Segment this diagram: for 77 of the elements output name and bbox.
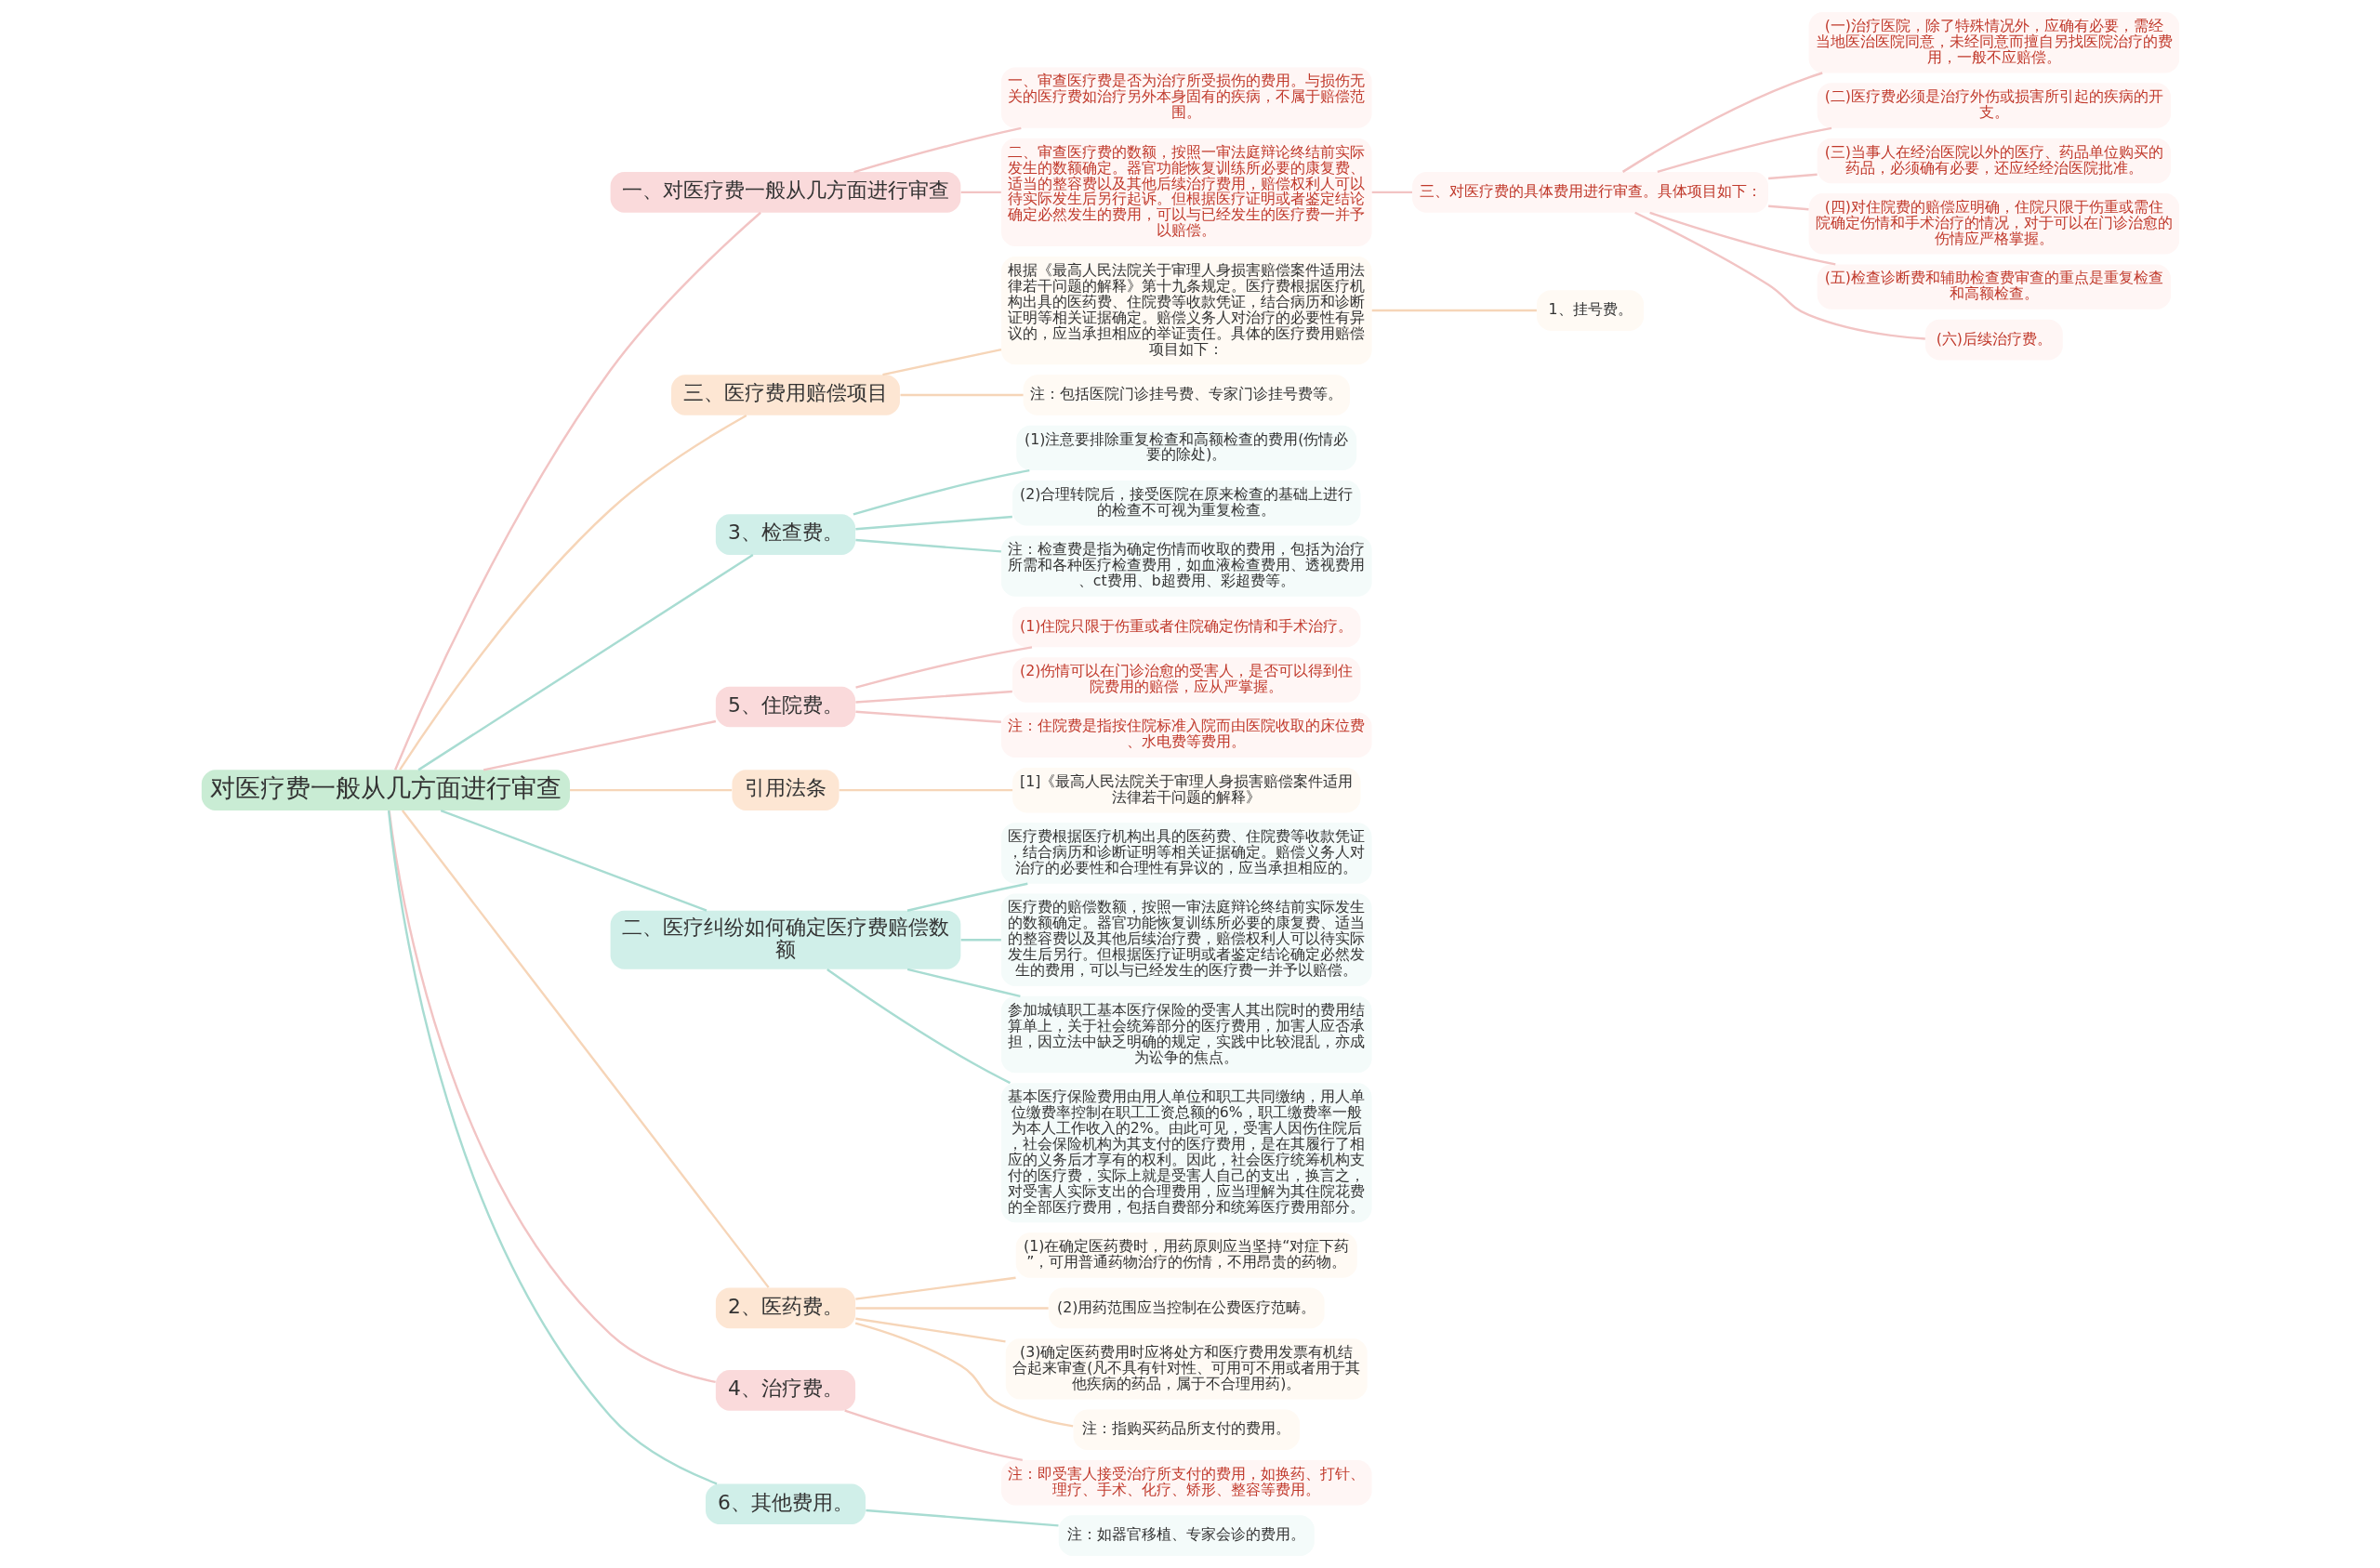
node-box: 6、其他费用。 [705,1483,866,1525]
connector [900,393,1024,397]
connector [854,646,1032,689]
node-box: (六)后续治疗费。 [1924,319,2063,361]
node-box: 参加城镇职工基本医疗保险的受害人其出院时的费用结算单上，关于社会统筹部分的医疗费用，加害人应否承担，因立法中缺乏明确的规定，实践中比较混乱，亦成为讼争的焦点。 [1000,995,1372,1074]
node-box: 1、挂号费。 [1536,290,1644,331]
node-box: 注：即受害人接受治疗所支付的费用，如换药、打针、理疗、手术、化疗、矫形、整容等费用。 [1000,1460,1372,1506]
node-box: 注：如器官移植、专家会诊的费用。 [1058,1515,1315,1556]
connector [960,939,1001,942]
node-box: (2)用药范围应当控制在公费医疗范畴。 [1048,1287,1325,1329]
node-box: 基本医疗保险费用由用人单位和职工共同缴纳，用人单位缴费率控制在职工工资总额的6%，职工缴费率一般为本人工作收入的2%。由此可见，受害人因伤住院后，社会保险机构为其支付的医疗费用，是在其履行了相应的义务后才享有的权利。因此，社会医疗统筹机构支付的医疗费，实际上就是受害人自己的支出，换言之，对受害人实际支出的合理费用，应当理解为其住院花费的全部医疗费用，包括自费部分和统筹医疗费用部分。 [1000,1083,1372,1223]
node-box: 注：指购买药品所支付的费用。 [1073,1409,1300,1451]
node-box: 5、住院费。 [715,686,855,728]
node-box: (四)对住院费的赔偿应明确，住院只限于伤重或需住院确定伤情和手术治疗的情况，对于可以在门诊治愈的伤情应严格掌握。 [1808,193,2179,255]
connector [387,810,717,1485]
connector [881,348,1001,376]
node-box: 三、对医疗费的具体费用进行审查。具体项目如下： [1411,172,1768,213]
node-box: 二、审查医疗费的数额，按照一审法庭辩论终结前实际发生的数额确定。器官功能恢复训练所必要的康复费、适当的整容费以及其他后续治疗费用，赔偿权利人可以待实际发生后另行起诉。但根据医疗证明或者鉴定结论确定必然发生的费用，可以与已经发生的医疗费一并予以赔偿。 [1000,138,1372,247]
node-box: 4、治疗费。 [715,1370,855,1411]
node-box: [1]《最高人民法院关于审理人身损害赔偿案件适用法律若干问题的解释》 [1012,767,1360,813]
connector [906,882,1028,912]
node-box: (1)住院只限于伤重或者住院确定伤情和手术治疗。 [1012,606,1360,648]
node-box: 二、医疗纠纷如何确定医疗费赔偿数额 [610,910,960,969]
connector [1767,173,1818,180]
node-box: (一)治疗医院，除了特殊情况外，应确有必要，需经当地医治医院同意，未经同意而擅自另找医院治疗的费用，一般不应赔偿。 [1808,12,2179,73]
node-box: 引用法条 [731,770,840,810]
node-box: (三)当事人在经治医院以外的医疗、药品单位购买的药品，必须确有必要，还应经经治医院批准。 [1817,138,2171,184]
connector [1657,126,1831,174]
connector [1633,211,1925,340]
node-box: 三、医疗费用赔偿项目 [670,375,900,415]
node-box: 注：包括医院门诊挂号费、专家门诊挂号费等。 [1023,375,1350,415]
connector [1621,72,1823,173]
node-box: 3、检查费。 [715,514,855,555]
node-box: (二)医疗费必须是治疗外伤或损害所引起的疾病的开支。 [1817,83,2171,128]
node-box: 2、医药费。 [715,1287,855,1329]
node-box: 一、对医疗费一般从几方面进行审查 [610,172,960,213]
connector [1371,191,1412,194]
node-box: 一、审查医疗费是否为治疗所受损伤的费用。与损伤无关的医疗费如治疗另外本身固有的疾病，不属于赔偿范围。 [1000,67,1372,128]
connector [1767,204,1809,211]
node-box: 注：检查费是指为确定伤情而收取的费用，包括为治疗所需和各种医疗检查费用，如血液检查费用、透视费用、ct费用、b超费用、彩超费等。 [1000,535,1372,597]
node-box: 根据《最高人民法院关于审理人身损害赔偿案件适用法律若干问题的解释》第十九条规定。医疗费根据医疗机构出具的医药费、住院费等收款凭证，结合病历和诊断证明等相关证据确定。赔偿义务人对治疗的必要性有异议的，应当承担相应的举证责任。具体的医疗费用赔偿项目如下： [1000,256,1372,365]
connector [843,1409,1023,1462]
connector [393,211,761,771]
connector [826,968,1011,1085]
node-box: 医疗费根据医疗机构出具的医药费、住院费等收款凭证，结合病历和诊断证明等相关证据确定。赔偿义务人对治疗的必要性和合理性有异议的，应当承担相应的。 [1000,823,1372,884]
connector [401,810,770,1288]
connector [853,126,1022,174]
node-box: (3)确定医药费用时应将处方和医疗费用发票有机结合起来审查(凡不具有针对性、可用可不用或者用于其他疾病的药品，属于不合理用药)。 [1005,1338,1368,1400]
connector [440,809,707,912]
node-box: (1)注意要排除重复检查和高额检查的费用(伤情必要的除处)。 [1015,425,1356,471]
node-box: 注：住院费是指按住院标准入院而由医院收取的床位费、水电费等费用。 [1000,712,1372,758]
connector [854,1317,1006,1343]
connector [1648,211,1835,266]
connector [960,191,1001,194]
node-box: (五)检查诊断费和辅助检查费审查的重点是重复检查和高额检查。 [1817,264,2171,310]
connector [483,719,716,771]
connector [854,515,1012,531]
connector [906,968,1021,997]
connector [416,553,753,771]
node-box: (2)伤情可以在门诊治愈的受害人，是否可以得到住院费用的赔偿，应从严掌握。 [1012,657,1360,703]
connector [854,690,1012,704]
node-box: 对医疗费一般从几方面进行审查 [201,770,570,810]
connector [865,1509,1059,1527]
connector [854,1322,1073,1428]
connector [854,1276,1016,1300]
connector [854,710,1001,723]
connector [839,788,1012,792]
connector [569,788,732,792]
node-box: (1)在确定医药费时，用药原则应当坚持“对症下药”，可用普通药物治疗的伤情，不用昂贵的药物。 [1015,1232,1357,1278]
node-box: (2)合理转院后，接受医院在原来检查的基础上进行的检查不可视为重复检查。 [1012,481,1360,526]
connector [853,468,1030,516]
connector [387,810,716,1384]
connector [854,1307,1049,1310]
connector [854,538,1001,553]
connector [1371,309,1537,312]
connector [398,414,747,771]
node-box: 医疗费的赔偿数额，按照一审法庭辩论终结前实际发生的数额确定。器官功能恢复训练所必要的康复费、适当的整容费以及其他后续治疗费，赔偿权利人可以待实际发生后另行。但根据医疗证明或者鉴定结论确定必然发生的费用，可以与已经发生的医疗费一并予以赔偿。 [1000,893,1372,986]
